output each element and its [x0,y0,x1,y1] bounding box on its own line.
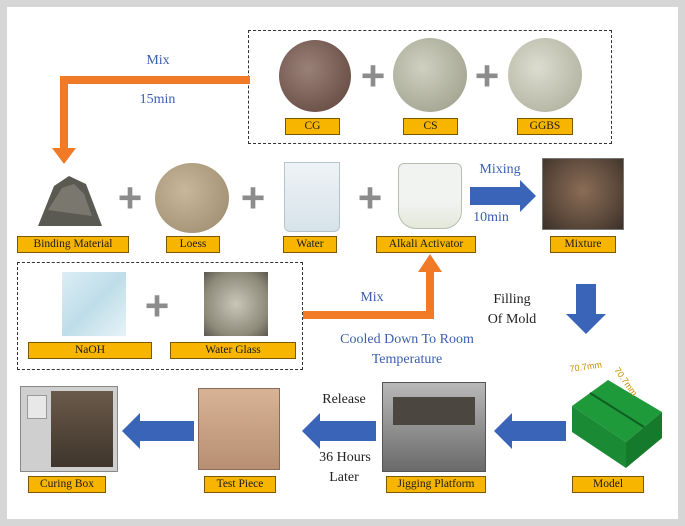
label-alkali-activator: Alkali Activator [376,236,476,253]
of-mold-text: Of Mold [487,312,537,327]
label-test-piece: Test Piece [204,476,276,493]
plus-icon: + [144,282,170,329]
label-cs: CS [403,118,458,135]
test-piece-image [198,388,280,470]
ggbs-powder-image [508,38,582,112]
orange-arrow-mix-top [52,76,250,164]
model-dim-a: 70.7mm [569,360,603,374]
label-mixture: Mixture [550,236,616,253]
plus-icon: + [357,174,383,221]
label-jigging-platform: Jigging Platform [386,476,486,493]
plus-icon: + [117,174,143,221]
water-glass-image [204,272,268,336]
blue-arrow-mixing [470,180,536,212]
mixing-text: Mixing [479,162,521,177]
plus-icon: + [474,52,500,99]
blue-arrow-to-platform [494,413,566,449]
label-water: Water [283,236,337,253]
label-naoh: NaOH [28,342,152,359]
cg-powder-image [279,40,351,112]
plus-icon: + [240,174,266,221]
cooled-text: Cooled Down To Room [340,332,474,347]
blue-arrow-filling [566,284,606,334]
top-materials-group [248,30,612,144]
cs-powder-image [393,38,467,112]
duration-text-top: 15min [139,92,176,107]
jigging-platform-image [382,382,486,472]
plus-icon: + [360,52,386,99]
mixture-image [542,158,624,230]
release-text: Release [322,392,366,407]
label-curing-box: Curing Box [28,476,106,493]
label-binding-material: Binding Material [17,236,129,253]
hours-text: 36 Hours [319,450,371,465]
activator-materials-group [17,262,303,370]
alkali-activator-beaker-image [398,163,462,229]
mix-text-top: Mix [146,53,170,68]
later-text: Later [329,470,359,485]
binding-material-image [34,170,104,228]
label-ggbs: GGBS [517,118,573,135]
temperature-text: Temperature [371,352,443,367]
label-water-glass: Water Glass [170,342,296,359]
curing-box-image [20,386,118,472]
loess-image [155,163,229,233]
water-beaker-image [284,162,340,232]
orange-arrow-mix-activator [303,254,442,319]
label-loess: Loess [166,236,220,253]
naoh-image [62,272,126,336]
filling-text: Filling [493,292,531,307]
blue-arrow-to-curing [122,413,194,449]
blue-arrow-release [302,413,376,449]
label-cg: CG [285,118,340,135]
model-mold-image: 70.7mm 70.7mm [569,360,662,468]
mix-text-activator: Mix [360,290,384,305]
label-model: Model [572,476,644,493]
duration-text-row2: 10min [473,210,509,225]
